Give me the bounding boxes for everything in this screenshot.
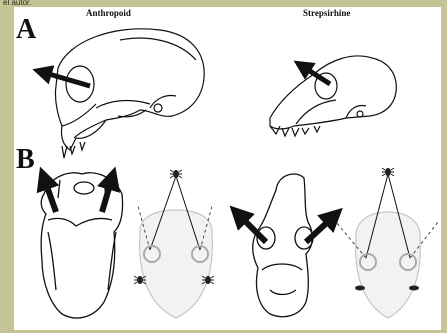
strepsirhine-right-orbit-arrow	[306, 216, 334, 242]
anthropoid-label: Anthropoid	[86, 8, 131, 18]
panel-a-letter: A	[16, 14, 37, 45]
anthropoid-visual-field-diagram	[134, 170, 214, 318]
anthropoid-right-orbit-arrow	[102, 178, 112, 212]
strepsirhine-visual-field-diagram	[336, 168, 438, 318]
panel-b-letter: B	[16, 144, 35, 175]
strepsirhine-label: Strepsirhine	[303, 8, 350, 18]
anthropoid-skull-top-view	[41, 173, 122, 318]
strepsirhine-skull-top-view	[253, 174, 313, 317]
strepsirhine-skull-lateral	[270, 56, 396, 136]
anthropoid-skull-lateral	[55, 29, 204, 158]
